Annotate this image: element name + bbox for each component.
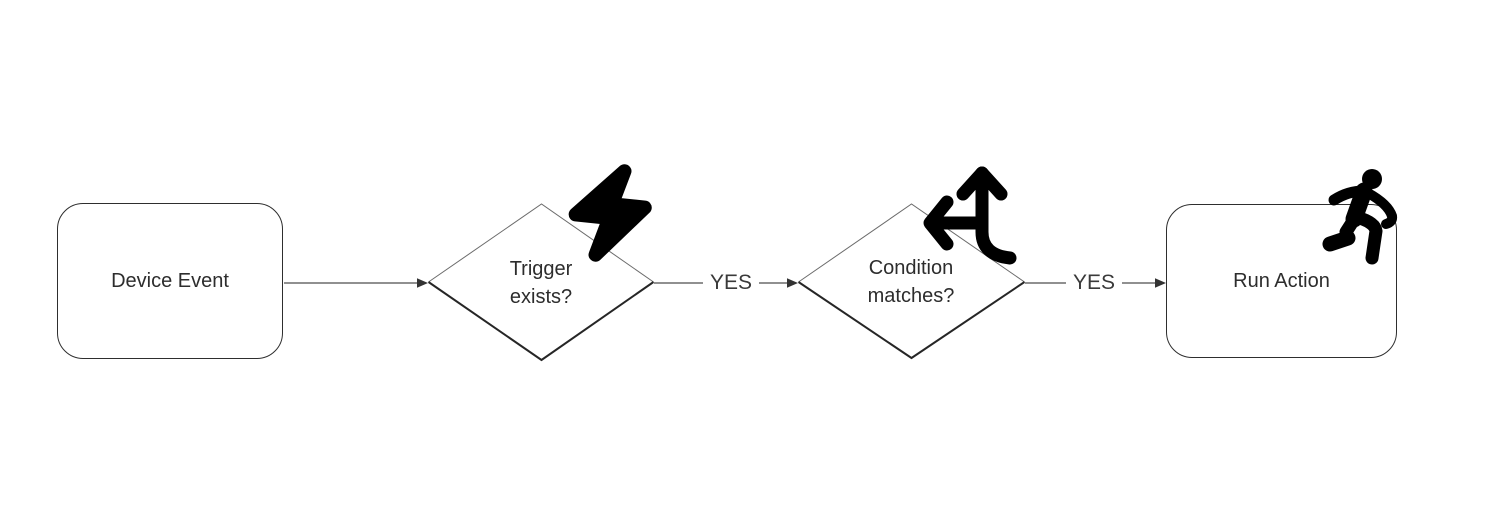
edge-label-yes-trigger-condition: YES: [702, 271, 760, 295]
running-person-icon: [1322, 169, 1398, 265]
node-device-event-label: Device Event: [111, 269, 229, 292]
node-device-event[interactable]: Device Event: [57, 203, 283, 359]
node-condition-matches-label: Condition matches?: [811, 254, 1011, 310]
condition-matches-label-line2: matches?: [867, 285, 955, 307]
edge-label-yes-condition-run: YES: [1065, 271, 1123, 295]
lightning-bolt-icon: [568, 164, 652, 262]
node-run-action[interactable]: Run Action: [1166, 204, 1397, 358]
node-run-action-label: Run Action: [1233, 269, 1330, 292]
trigger-exists-label-line2: exists?: [509, 286, 573, 308]
direction-fork-icon: [923, 166, 1017, 265]
condition-matches-label-line1: Condition: [868, 257, 954, 279]
node-trigger-exists-label: Trigger exists?: [441, 255, 641, 311]
edge-device-to-trigger: [284, 278, 428, 288]
trigger-exists-label-line1: Trigger: [509, 258, 573, 280]
